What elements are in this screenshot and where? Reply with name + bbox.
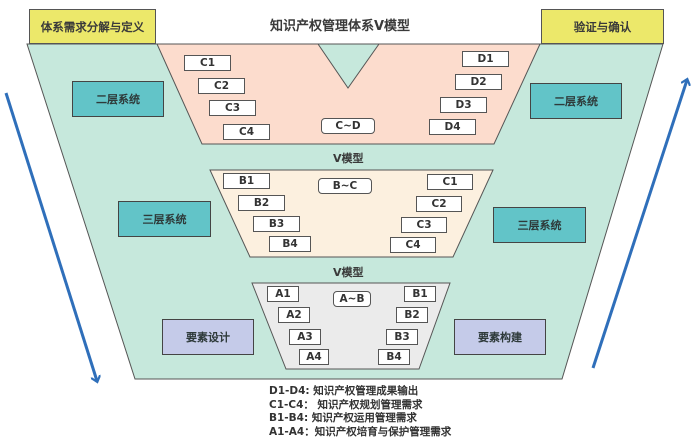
tag-level3-left-2: A2 — [278, 307, 310, 323]
tag-level2-left-3: B3 — [253, 216, 300, 232]
tag-level2-right-3: C3 — [401, 217, 447, 233]
legend-item-d: D1-D4: 知识产权管理成果输出 — [269, 385, 419, 397]
tag-level2-left-4: B4 — [269, 236, 311, 252]
tag-level3-left-1: A1 — [267, 286, 299, 302]
tag-level2-left-1: B1 — [223, 173, 270, 189]
system-level2-left: 二层系统 — [72, 81, 164, 117]
diagram-title: 知识产权管理体系V模型 — [270, 19, 411, 34]
tag-level1-left-4: C4 — [223, 124, 270, 140]
tag-level1-right-3: D3 — [440, 97, 487, 113]
element-design-box: 要素设计 — [162, 319, 254, 355]
tag-level3-center: A~B — [333, 291, 371, 307]
legend-item-c: C1-C4： 知识产权规划管理需求 — [269, 398, 423, 411]
tag-level1-left-2: C2 — [198, 78, 245, 94]
header-right: 验证与确认 — [541, 9, 664, 44]
system-level2-right: 二层系统 — [530, 83, 622, 119]
tag-level2-right-4: C4 — [390, 237, 436, 253]
tag-level1-center: C~D — [321, 118, 375, 134]
tag-level1-left-1: C1 — [184, 55, 231, 71]
v-model-label-2: V模型 — [333, 266, 364, 279]
tag-level3-left-3: A3 — [289, 329, 321, 345]
tag-level2-left-2: B2 — [238, 195, 285, 211]
tag-level1-left-3: C3 — [209, 100, 256, 116]
tag-level3-right-1: B1 — [404, 286, 436, 302]
tag-level1-right-4: D4 — [429, 119, 476, 135]
tag-level1-right-1: D1 — [462, 51, 509, 67]
tag-level2-center: B~C — [318, 178, 372, 194]
level3-trapezoid — [251, 282, 451, 370]
level2-trapezoid — [209, 169, 494, 258]
legend-item-a: A1-A4：知识产权培育与保护管理需求 — [269, 425, 452, 438]
tag-level3-right-2: B2 — [396, 307, 428, 323]
tag-level3-left-4: A4 — [299, 349, 329, 365]
system-level3-right: 三层系统 — [493, 207, 586, 243]
tag-level3-right-4: B4 — [378, 349, 410, 365]
legend: D1-D4: 知识产权管理成果输出 C1-C4： 知识产权规划管理需求 B1-B… — [269, 385, 451, 439]
tag-level1-right-2: D2 — [455, 74, 502, 90]
v-model-label-1: V模型 — [333, 152, 364, 165]
legend-item-b: B1-B4: 知识产权运用管理需求 — [269, 412, 417, 424]
element-build-box: 要素构建 — [454, 319, 546, 355]
verify-arrow — [591, 80, 687, 369]
tag-level2-right-1: C1 — [427, 174, 473, 190]
system-level3-left: 三层系统 — [118, 201, 211, 237]
decompose-arrow — [4, 92, 97, 381]
tag-level2-right-2: C2 — [416, 196, 462, 212]
header-left: 体系需求分解与定义 — [29, 9, 156, 44]
tag-level3-right-3: B3 — [386, 329, 418, 345]
